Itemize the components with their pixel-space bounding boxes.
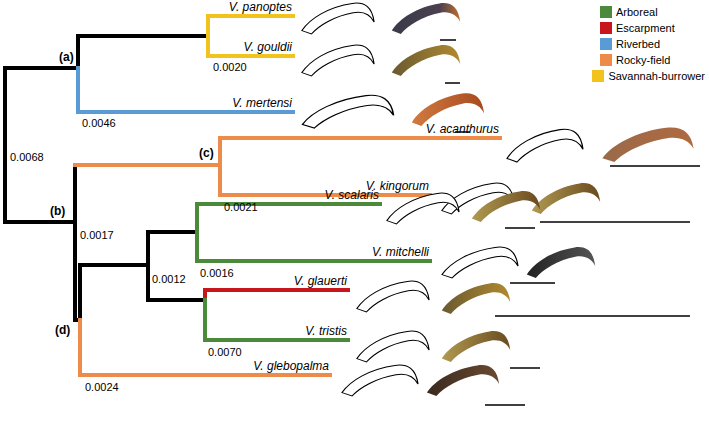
branch-length: 0.0016 (200, 266, 234, 280)
clade-tag: (a) (59, 50, 74, 64)
species-name: V. scalaris (325, 188, 379, 202)
legend-text: Escarpment (616, 22, 675, 35)
branch-length: 0.0017 (80, 228, 114, 242)
legend-swatch (600, 38, 612, 50)
clade-tag: (c) (199, 146, 214, 160)
branch-length: 0.0024 (85, 380, 119, 394)
species-name: V. gouldii (244, 40, 292, 54)
branch-length: 0.0068 (10, 150, 44, 164)
legend-text: Rocky-field (616, 54, 670, 67)
legend-swatch (600, 6, 612, 18)
clade-tag: (d) (55, 323, 70, 337)
species-name: V. glebopalma (253, 359, 329, 373)
legend-text: Arboreal (616, 6, 658, 19)
branch-length: 0.0070 (208, 345, 242, 359)
branch-length: 0.0012 (152, 272, 186, 286)
species-name: V. acanthurus (426, 122, 499, 136)
species-name: V. panoptes (229, 0, 292, 14)
branch-length: 0.0046 (82, 116, 116, 130)
species-name: V. glauerti (294, 274, 347, 288)
species-name: V. mertensi (232, 96, 292, 110)
branch-length: 0.0021 (224, 200, 258, 214)
legend-text: Savannah-burrower (608, 70, 705, 83)
legend-swatch (600, 22, 612, 34)
branch-length: 0.0020 (213, 60, 247, 74)
legend-swatch (600, 54, 612, 66)
clade-tag: (b) (50, 204, 65, 218)
species-name: V. tristis (305, 324, 347, 338)
legend-text: Riverbed (616, 38, 660, 51)
species-name: V. mitchelli (372, 245, 429, 259)
legend-swatch (592, 70, 604, 82)
